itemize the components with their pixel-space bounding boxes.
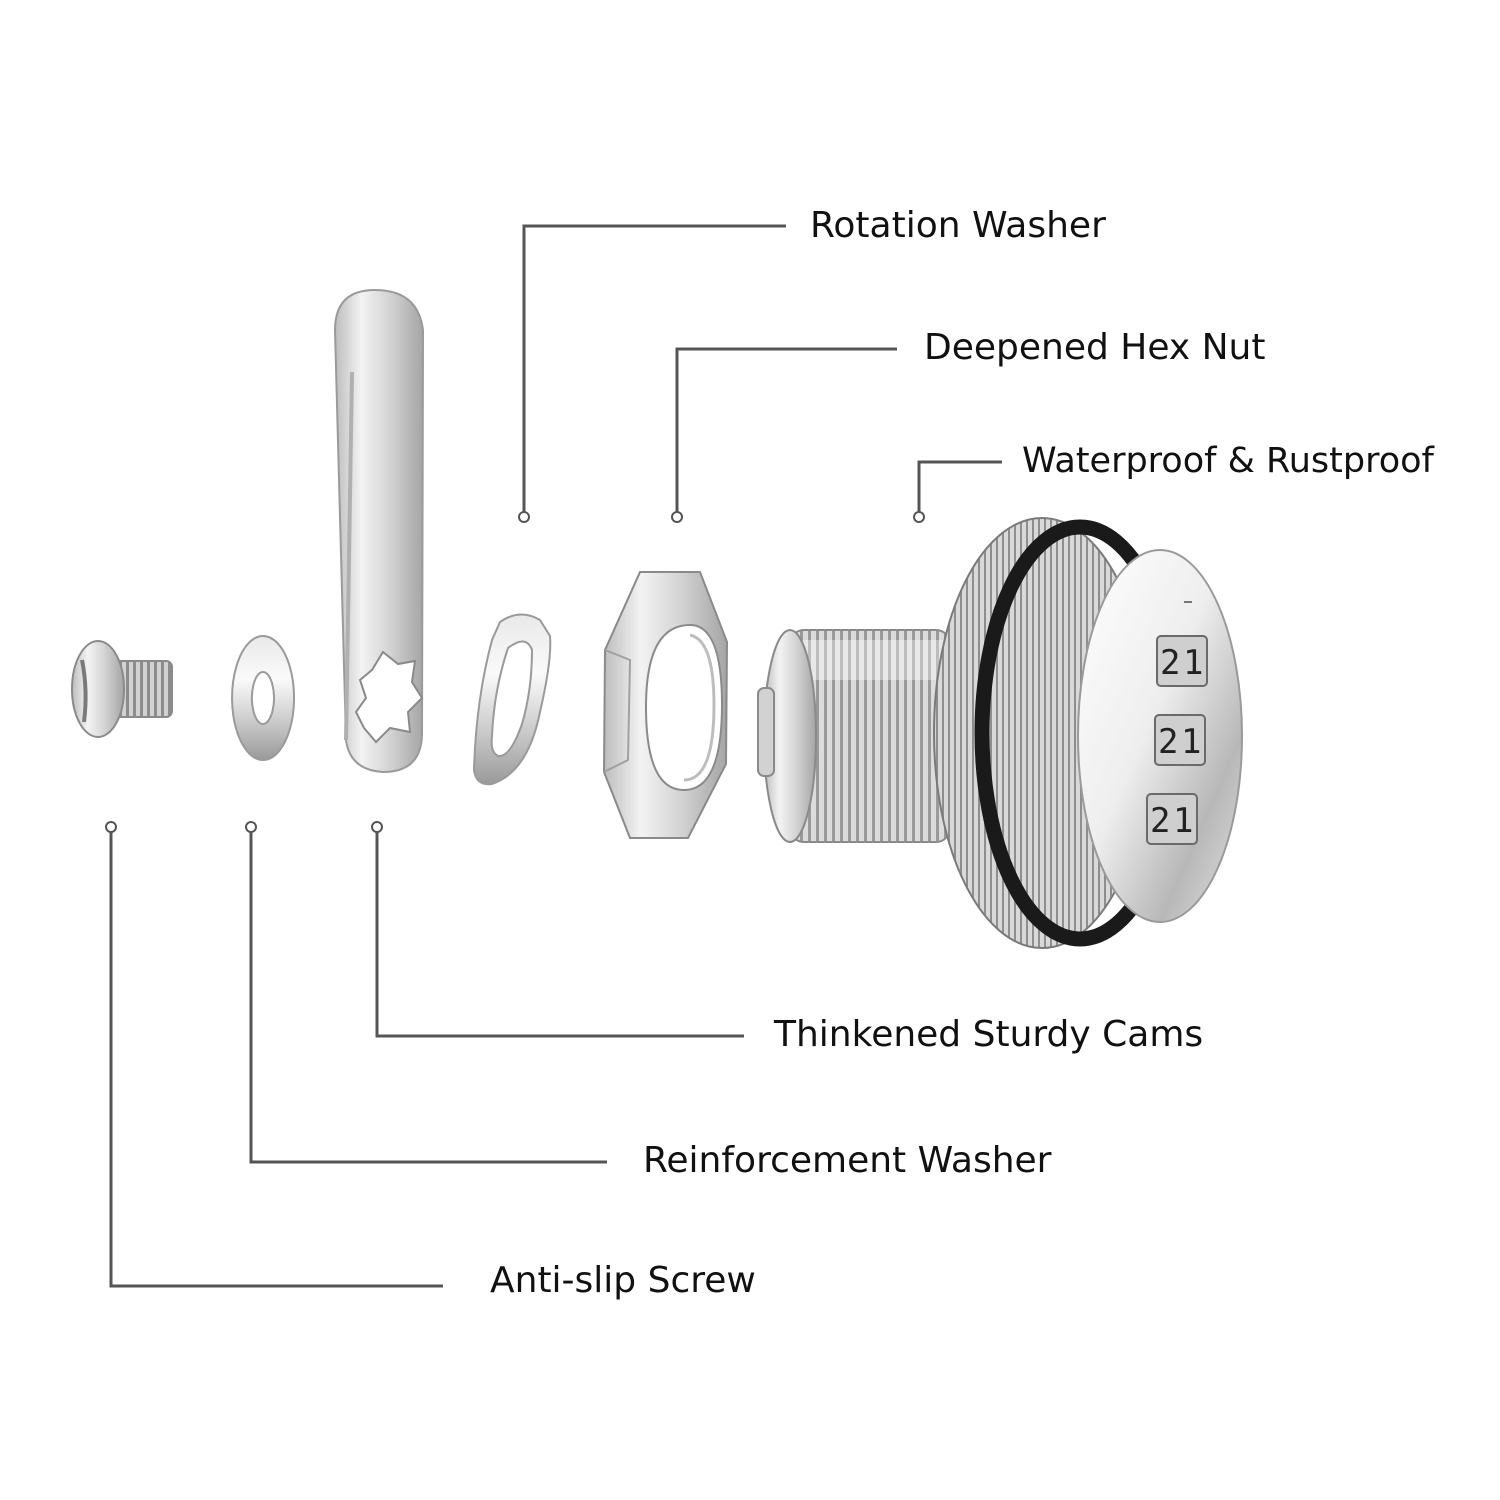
dial-1-left: 2 [1160, 643, 1180, 683]
hex-nut-side-face [603, 649, 632, 773]
leader-dot-rotation-washer [518, 511, 530, 523]
leader-hex-nut [675, 347, 897, 512]
label-sturdy-cams: Thinkened Sturdy Cams [774, 1014, 1204, 1055]
leader-dot-cams [371, 821, 383, 833]
leader-cams [375, 832, 744, 1038]
dial-window-2 [1154, 714, 1206, 766]
cam-plate-part [333, 288, 425, 774]
leader-rotation-washer [522, 224, 786, 512]
leader-dot-hex-nut [671, 511, 683, 523]
cam-plate-edge [344, 371, 354, 741]
screw-head [71, 640, 125, 738]
label-deepened-hex-nut: Deepened Hex Nut [924, 327, 1266, 368]
leader-screw [109, 832, 443, 1288]
dial-window-1 [1156, 635, 1208, 687]
cam-plate [333, 288, 425, 774]
leader-waterproof [917, 460, 1002, 512]
dial-2-left: 2 [1158, 722, 1178, 762]
rotation-washer-part [472, 613, 552, 786]
leader-dot-reinforcement-washer [245, 821, 257, 833]
dial-3-right: 1 [1173, 801, 1193, 841]
leader-dot-screw [105, 821, 117, 833]
rotation-washer-frame [472, 613, 552, 786]
dial-window-3 [1146, 793, 1198, 845]
label-waterproof-rustproof: Waterproof & Rustproof [1022, 441, 1434, 481]
hex-nut-body [602, 571, 729, 839]
screw-part [71, 640, 173, 738]
dial-2-right: 1 [1181, 722, 1201, 762]
leader-dot-waterproof [913, 511, 925, 523]
leader-lines [109, 224, 1002, 1288]
dial-1-right: 1 [1183, 643, 1203, 683]
hex-nut-part [602, 571, 729, 839]
dial-3-left: 2 [1150, 801, 1170, 841]
reinforcement-washer-part [231, 635, 296, 761]
lock-dials: 2 1 2 1 2 1 [1146, 635, 1208, 845]
hex-nut-inner-thread [683, 633, 716, 782]
leader-reinforcement-washer [249, 832, 607, 1164]
screw-slot [80, 659, 88, 723]
lock-barrel-shine [790, 640, 950, 680]
leader-dots [105, 511, 925, 833]
label-anti-slip-screw: Anti-slip Screw [490, 1260, 756, 1301]
label-reinforcement-washer: Reinforcement Washer [643, 1140, 1052, 1181]
cam-star-hole [354, 650, 424, 744]
lock-barrel-key [757, 687, 775, 777]
reinforcement-washer-ring [231, 635, 296, 761]
label-rotation-washer: Rotation Washer [810, 205, 1106, 246]
